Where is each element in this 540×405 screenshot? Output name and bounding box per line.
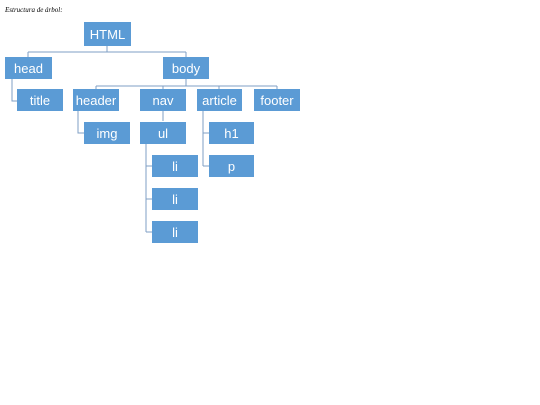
node-ul: ul <box>140 122 186 144</box>
node-header: header <box>73 89 119 111</box>
node-article: article <box>197 89 242 111</box>
node-h1: h1 <box>209 122 254 144</box>
node-li-2: li <box>152 188 198 210</box>
connector-article-children <box>202 111 209 167</box>
node-title: title <box>17 89 63 111</box>
node-img: img <box>84 122 130 144</box>
node-nav: nav <box>140 89 186 111</box>
connector-body-children <box>95 79 278 89</box>
node-p: p <box>209 155 254 177</box>
connector-head-title <box>11 79 17 102</box>
node-footer: footer <box>254 89 300 111</box>
node-head: head <box>5 57 52 79</box>
node-html: HTML <box>84 22 131 46</box>
node-li-3: li <box>152 221 198 243</box>
connector-html-children <box>27 46 187 57</box>
diagram-caption: Estructura de árbol: <box>5 6 63 14</box>
node-li-1: li <box>152 155 198 177</box>
connector-ul-lis <box>145 144 152 233</box>
connector-header-img <box>77 111 84 134</box>
node-body: body <box>163 57 209 79</box>
